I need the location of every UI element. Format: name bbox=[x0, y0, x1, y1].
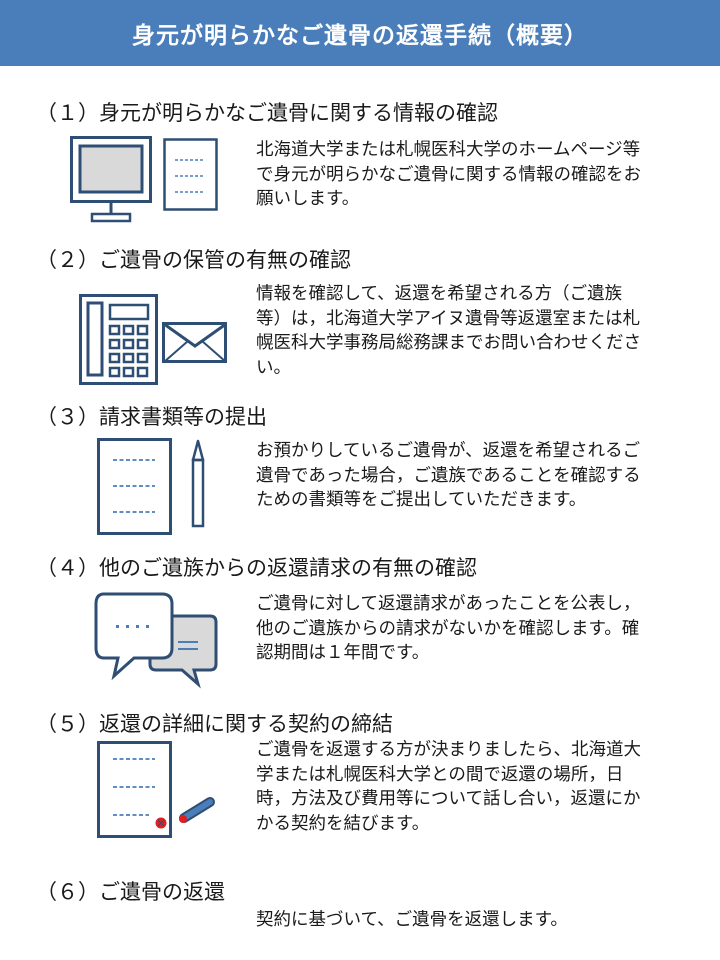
pencil-icon bbox=[191, 439, 205, 528]
contract-document-icon bbox=[97, 741, 172, 838]
step-2-title: （２）ご遺骨の保管の有無の確認 bbox=[36, 248, 351, 272]
step-6-title: （６）ご遺骨の返還 bbox=[36, 880, 225, 904]
page-header: 身元が明らかなご遺骨の返還手続（概要） bbox=[0, 0, 720, 66]
computer-monitor-icon bbox=[70, 136, 152, 223]
step-4-description: ご遺骨に対して返還請求があったことを公表し，他のご遺族からの請求がないかを確認し… bbox=[256, 594, 641, 663]
page-title: 身元が明らかなご遺骨の返還手続（概要） bbox=[132, 23, 588, 49]
envelope-icon bbox=[162, 322, 227, 363]
step-5-title: （５）返還の詳細に関する契約の締結 bbox=[36, 712, 393, 736]
step-3-title: （３）請求書類等の提出 bbox=[36, 405, 267, 429]
step-4-title: （４）他のご遺族からの返還請求の有無の確認 bbox=[36, 556, 477, 580]
step-6-description: 契約に基づいて、ご遺骨を返還します。 bbox=[256, 910, 568, 930]
step-3-description: お預かりしているご遺骨が、返還を希望されるご遺骨であった場合，ご遺族であることを… bbox=[256, 441, 641, 510]
step-1-title: （１）身元が明らかなご遺骨に関する情報の確認 bbox=[36, 101, 498, 125]
document-icon bbox=[163, 138, 218, 211]
telephone-icon bbox=[79, 294, 158, 385]
step-1-description: 北海道大学または札幌医科大学のホームページ等で身元が明らかなご遺骨に関する情報の… bbox=[256, 140, 641, 209]
speech-bubbles-icon bbox=[94, 592, 218, 689]
document-icon bbox=[97, 438, 172, 535]
seal-stamp-icon bbox=[179, 797, 215, 823]
step-2-description: 情報を確認して、返還を希望される方（ご遺族等）は，北海道大学アイヌ遺骨等返還室ま… bbox=[256, 284, 641, 378]
step-5-description: ご遺骨を返還する方が決まりましたら、北海道大学または札幌医科大学との間で返還の場… bbox=[256, 740, 641, 834]
